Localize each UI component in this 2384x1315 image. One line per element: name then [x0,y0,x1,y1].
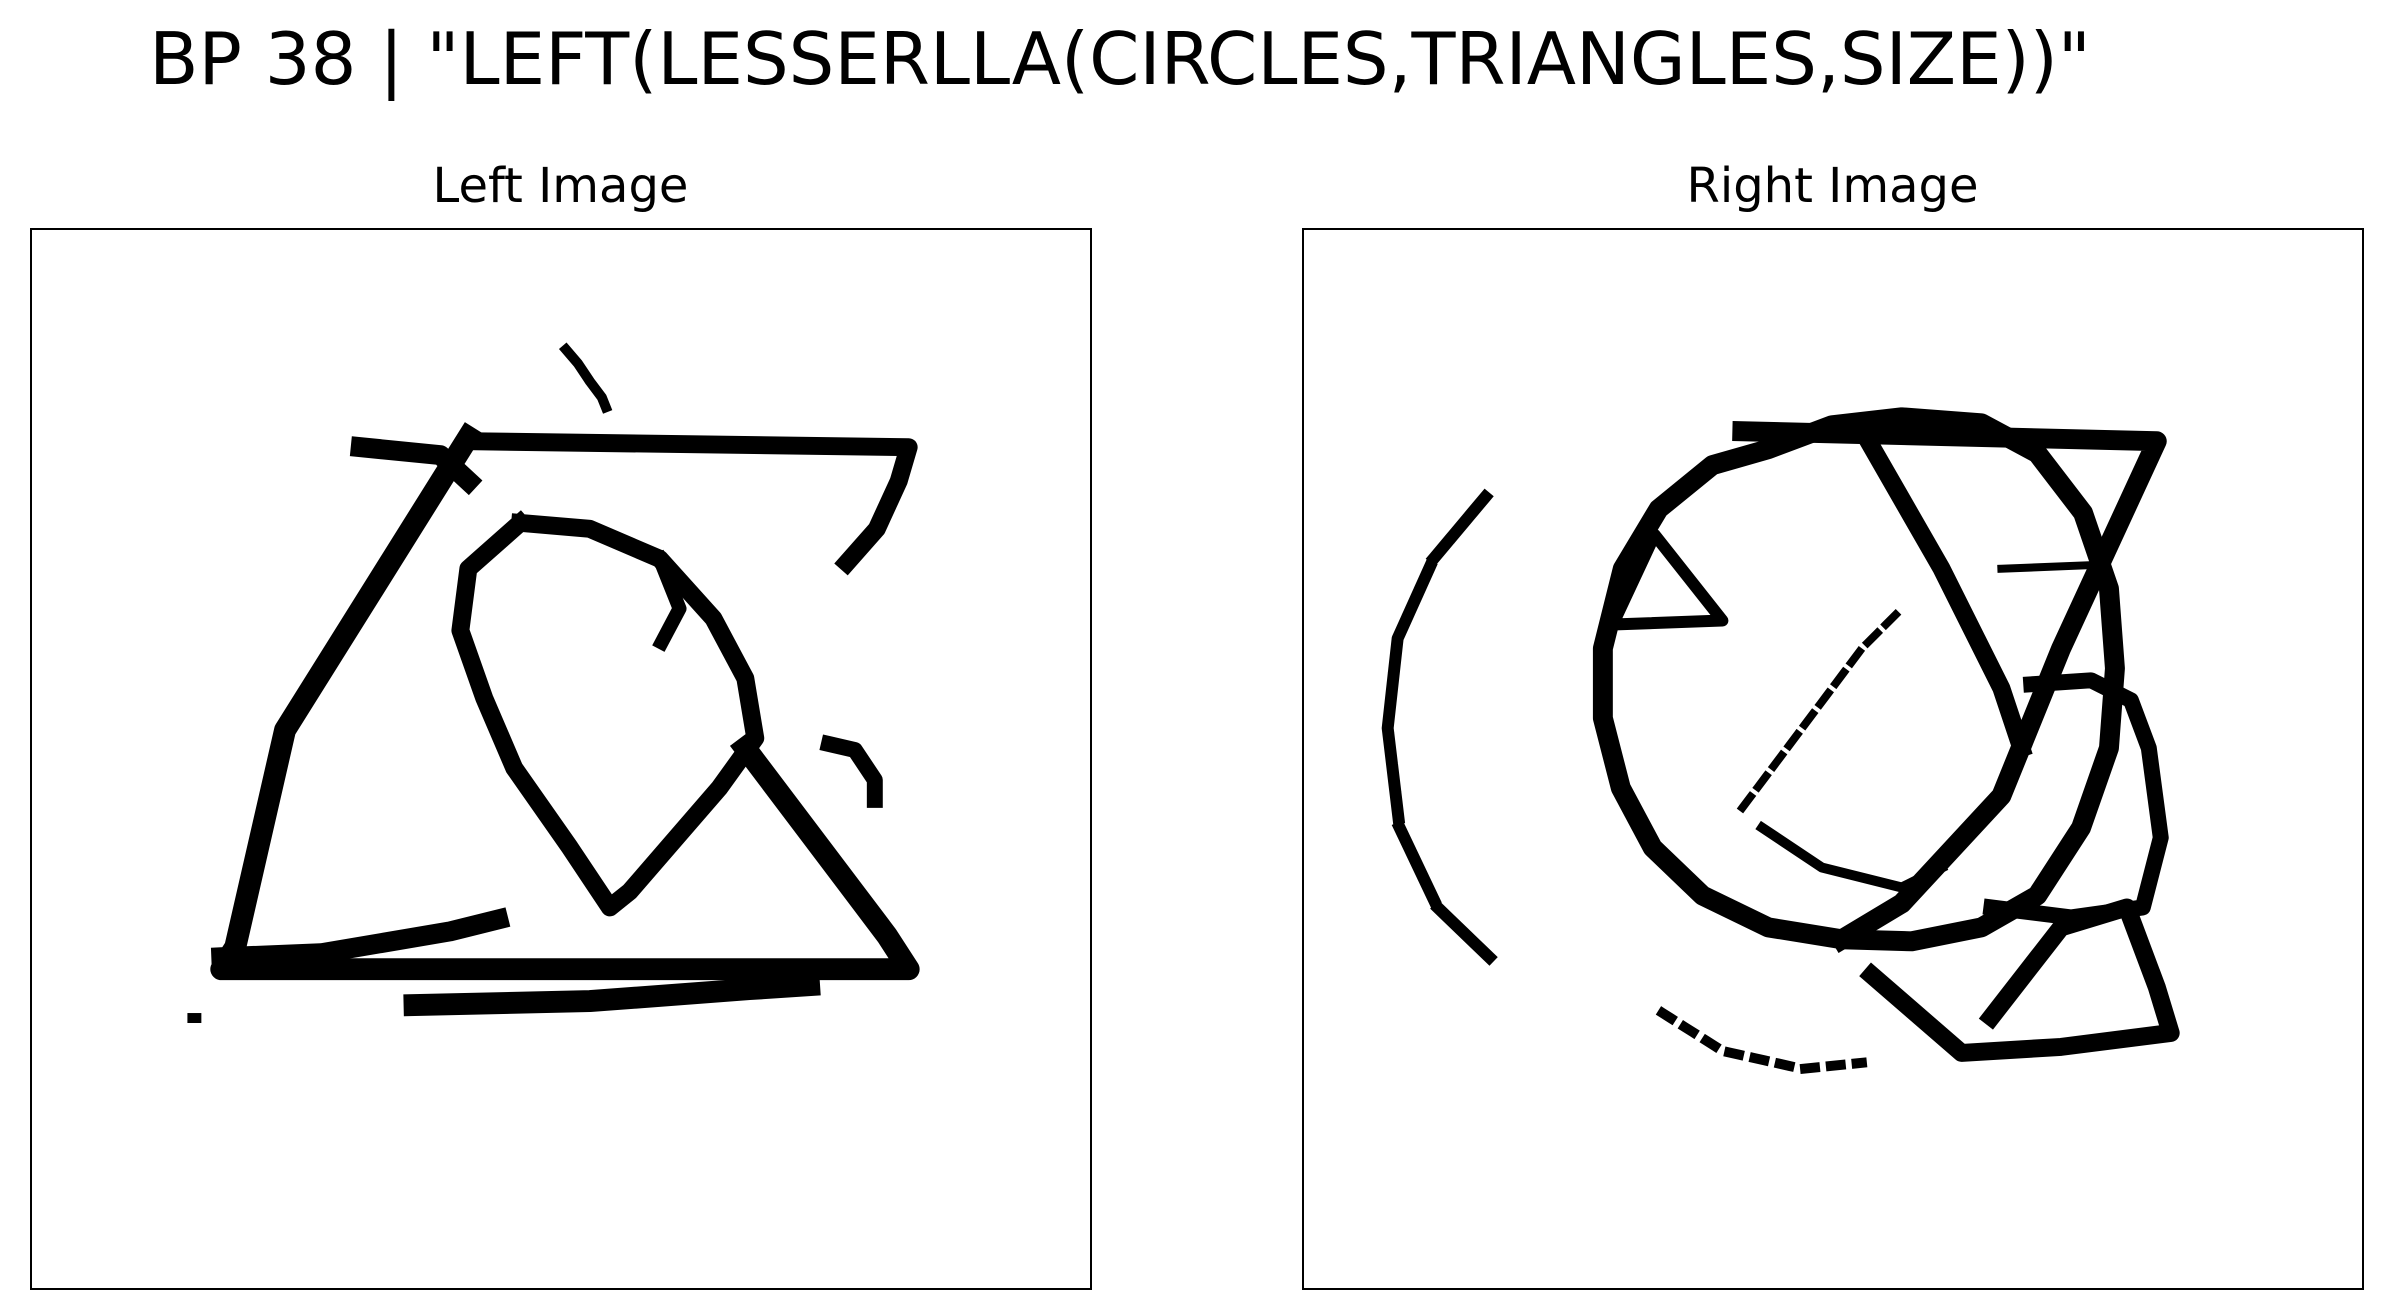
right-bottom-dotted [1655,1006,1868,1074]
right-inverted-triangle [1732,421,2167,953]
right-inverted-triangle-left-edge [1859,434,2033,760]
left-small-arc [819,734,883,808]
right-panel-title: Right Image [1686,158,1979,214]
right-large-circle [1592,407,2125,952]
left-base-stroke-b [403,973,821,1017]
right-lower-triangle [1859,898,2180,1062]
right-bottom-shape [1982,672,2169,926]
left-triangle-top-edge [459,432,918,576]
left-inner-branch [650,549,687,652]
left-inner-teardrop [451,510,765,917]
left-image-panel [30,228,1092,1290]
right-inner-stroke-a [1755,820,1949,893]
left-scatter-top [558,342,613,414]
figure-title: BP 38 | "LEFT(LESSERLLA(CIRCLES,TRIANGLE… [149,17,2091,101]
right-outer-arc [1381,488,1498,966]
left-dot [187,1013,202,1024]
right-image-panel [1302,228,2364,1290]
left-panel-title: Left Image [432,158,689,214]
left-base-stroke-a [210,907,511,968]
right-inner-stroke-c [1997,560,2106,573]
right-image-drawing [1381,407,2180,1074]
right-small-triangle [1606,528,1729,631]
left-large-triangle [210,422,920,981]
right-inner-stroke-b [1736,602,1908,814]
left-image-drawing [187,342,920,1024]
left-top-stroke [349,436,483,496]
